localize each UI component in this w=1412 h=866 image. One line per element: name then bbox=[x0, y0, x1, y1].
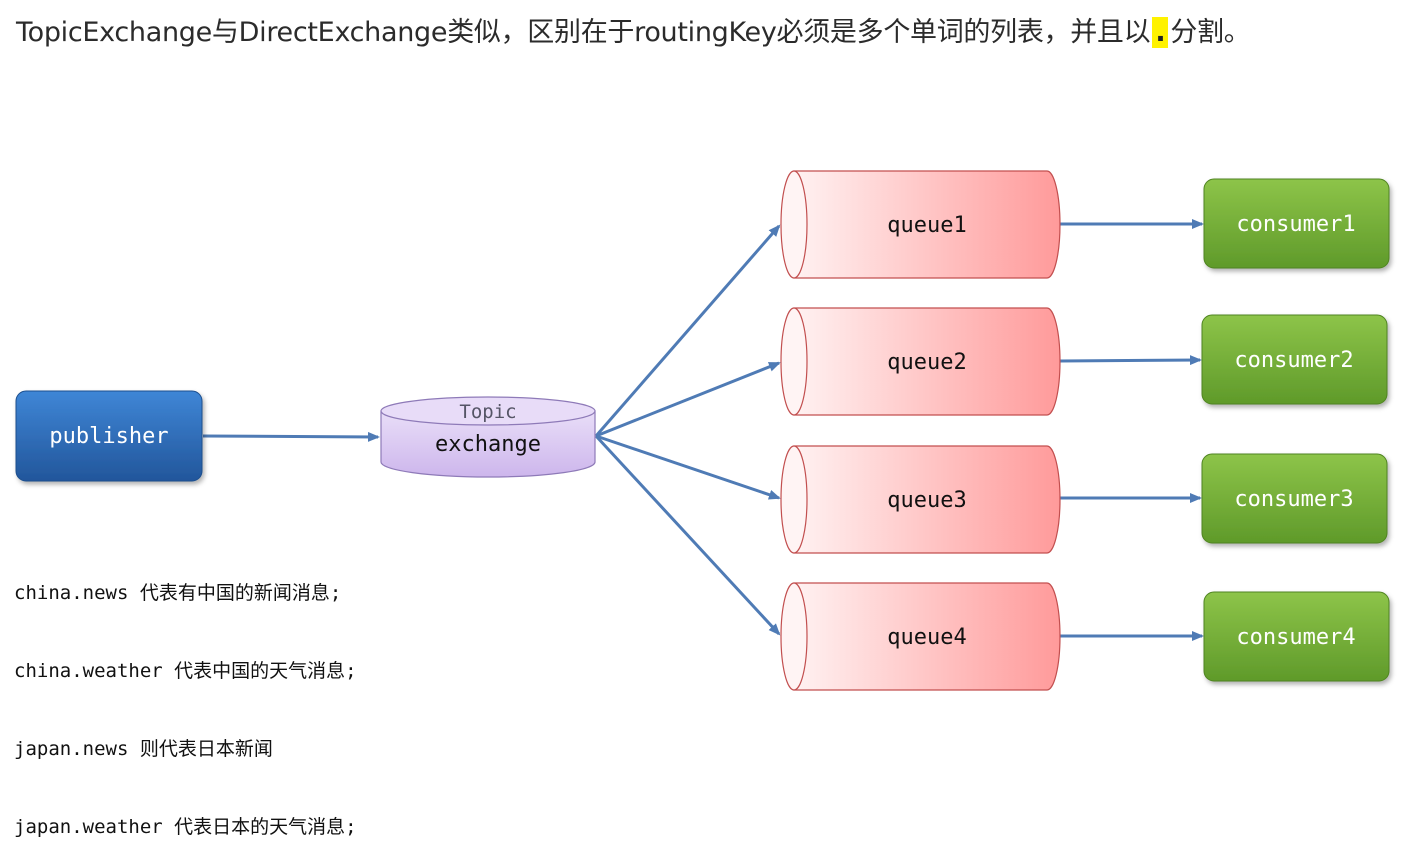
queue-end bbox=[780, 445, 808, 554]
consumer-node-4 bbox=[1203, 591, 1390, 682]
connections bbox=[202, 219, 1204, 641]
title-text: TopicExchange与DirectExchange类似，区别在于routi… bbox=[16, 17, 1151, 48]
queue-end bbox=[780, 307, 808, 416]
queue1-label: queue1 bbox=[887, 213, 966, 238]
exchange-body bbox=[380, 410, 596, 478]
consumer-box bbox=[1201, 314, 1388, 405]
queue-node-1 bbox=[780, 170, 1061, 279]
arrow-publisher-to-exchange bbox=[202, 431, 380, 442]
exchange-node bbox=[380, 396, 596, 478]
consumer1-label: consumer1 bbox=[1236, 212, 1355, 237]
consumer-node-2 bbox=[1201, 314, 1388, 405]
queue-node-2 bbox=[780, 307, 1061, 416]
queue3-label: queue3 bbox=[887, 488, 966, 513]
note-line: china.news 代表有中国的新闻消息; bbox=[14, 582, 342, 604]
routing-key-notes: china.news 代表有中国的新闻消息; china.weather 代表中… bbox=[14, 528, 357, 866]
page-title: TopicExchange与DirectExchange类似，区别在于routi… bbox=[16, 10, 1251, 49]
consumer-node-1 bbox=[1203, 178, 1390, 269]
queue-end bbox=[780, 170, 808, 279]
note-line: japan.weather 代表日本的天气消息; bbox=[14, 816, 357, 838]
queue4-label: queue4 bbox=[887, 625, 966, 650]
consumer4-label: consumer4 bbox=[1236, 625, 1355, 650]
title-text-end: 分割。 bbox=[1170, 17, 1251, 48]
queue-body bbox=[793, 170, 1061, 279]
consumer-box bbox=[1203, 591, 1390, 682]
consumer-box bbox=[1203, 178, 1390, 269]
note-line: china.weather 代表中国的天气消息; bbox=[14, 660, 357, 682]
exchange-top bbox=[380, 396, 596, 426]
queue-body bbox=[793, 582, 1061, 691]
arrow-exchange-to-queue1 bbox=[594, 224, 781, 437]
queue-node-4 bbox=[780, 582, 1061, 691]
topic-exchange-diagram: publisher Topic exchange queue1 queue2 q… bbox=[15, 170, 1390, 691]
publisher-node bbox=[15, 390, 203, 482]
queue2-label: queue2 bbox=[887, 350, 966, 375]
exchange-label: exchange bbox=[435, 432, 541, 457]
consumer3-label: consumer3 bbox=[1234, 487, 1353, 512]
queue-body bbox=[793, 445, 1061, 554]
arrow-exchange-to-queue2 bbox=[595, 361, 781, 438]
consumer-box bbox=[1201, 453, 1388, 544]
arrow-exchange-to-queue3 bbox=[595, 434, 781, 500]
note-line: japan.news 则代表日本新闻 bbox=[14, 738, 273, 760]
consumer-node-3 bbox=[1201, 453, 1388, 544]
highlighted-separator: . bbox=[1152, 17, 1169, 48]
exchange-type-label: Topic bbox=[459, 401, 516, 423]
consumer2-label: consumer2 bbox=[1234, 348, 1353, 373]
queue-body bbox=[793, 307, 1061, 416]
publisher-label: publisher bbox=[49, 424, 168, 449]
queue-node-3 bbox=[780, 445, 1061, 554]
queue-end bbox=[780, 582, 808, 691]
arrow-queue2-to-consumer2 bbox=[1059, 355, 1202, 366]
publisher-box bbox=[15, 390, 203, 482]
arrow-exchange-to-queue4 bbox=[594, 434, 781, 636]
